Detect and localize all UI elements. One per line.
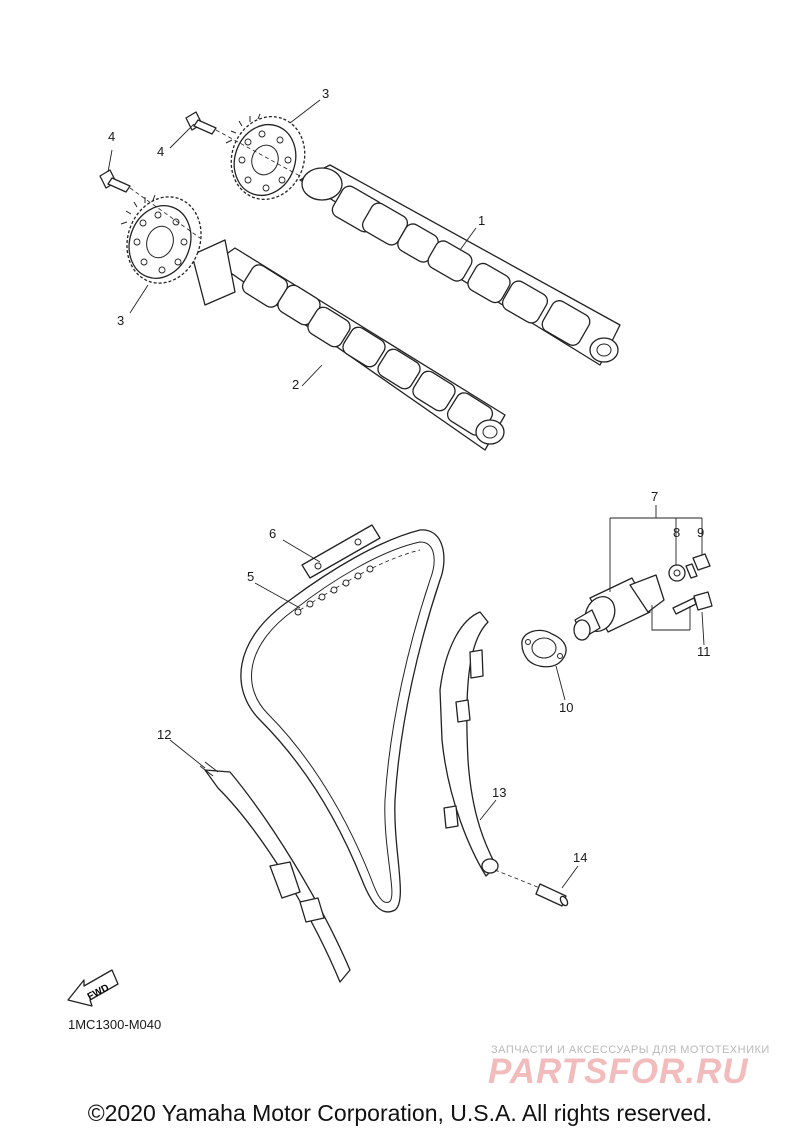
callout-13: 13 [492,785,506,800]
timing-chain [240,529,445,913]
callout-4-lower: 4 [108,129,115,144]
callout-1: 1 [478,213,485,228]
callout-5: 5 [247,569,254,584]
callout-3-upper: 3 [322,86,329,101]
callout-numbers: 1 2 3 3 4 4 5 6 7 8 9 10 11 12 13 14 [108,86,711,865]
callout-14: 14 [573,850,587,865]
callout-8: 8 [673,525,680,540]
callout-10: 10 [559,700,573,715]
leader-lines [107,99,705,889]
camshaft-exhaust [299,164,621,366]
callout-9: 9 [697,525,704,540]
sprocket-lower [120,194,202,284]
bolt-upper [185,111,217,135]
chain-tensioner [573,574,665,641]
guide-pin [535,883,569,907]
callout-7: 7 [651,489,658,504]
bolt-lower [99,169,131,193]
washer [668,564,686,582]
tensioner-bolt-9 [685,553,711,579]
watermark-logo: PARTSFOR.RU [488,1052,749,1091]
watermark-subtitle: ЗАПЧАСТИ И АКСЕССУАРЫ ДЛЯ МОТОТЕХНИКИ [491,1044,770,1056]
chain-guide-stopper [301,524,381,579]
callout-3-lower: 3 [117,313,124,328]
fwd-arrow-icon: FWD [67,969,119,1007]
camshaft-intake [191,239,506,451]
diagram-code: 1MC1300-M040 [68,1017,162,1032]
gasket [521,629,567,668]
callout-4-upper: 4 [157,144,164,159]
chain-guide-exhaust [199,761,351,983]
chain-guide-intake [439,611,499,877]
callout-2: 2 [292,377,299,392]
callout-11: 11 [697,644,711,659]
callout-6: 6 [269,526,276,541]
copyright-notice: ©2020 Yamaha Motor Corporation, U.S.A. A… [87,1100,713,1126]
sprocket-upper [225,113,306,200]
tensioner-bolt-11 [672,591,713,615]
callout-12: 12 [157,727,171,742]
